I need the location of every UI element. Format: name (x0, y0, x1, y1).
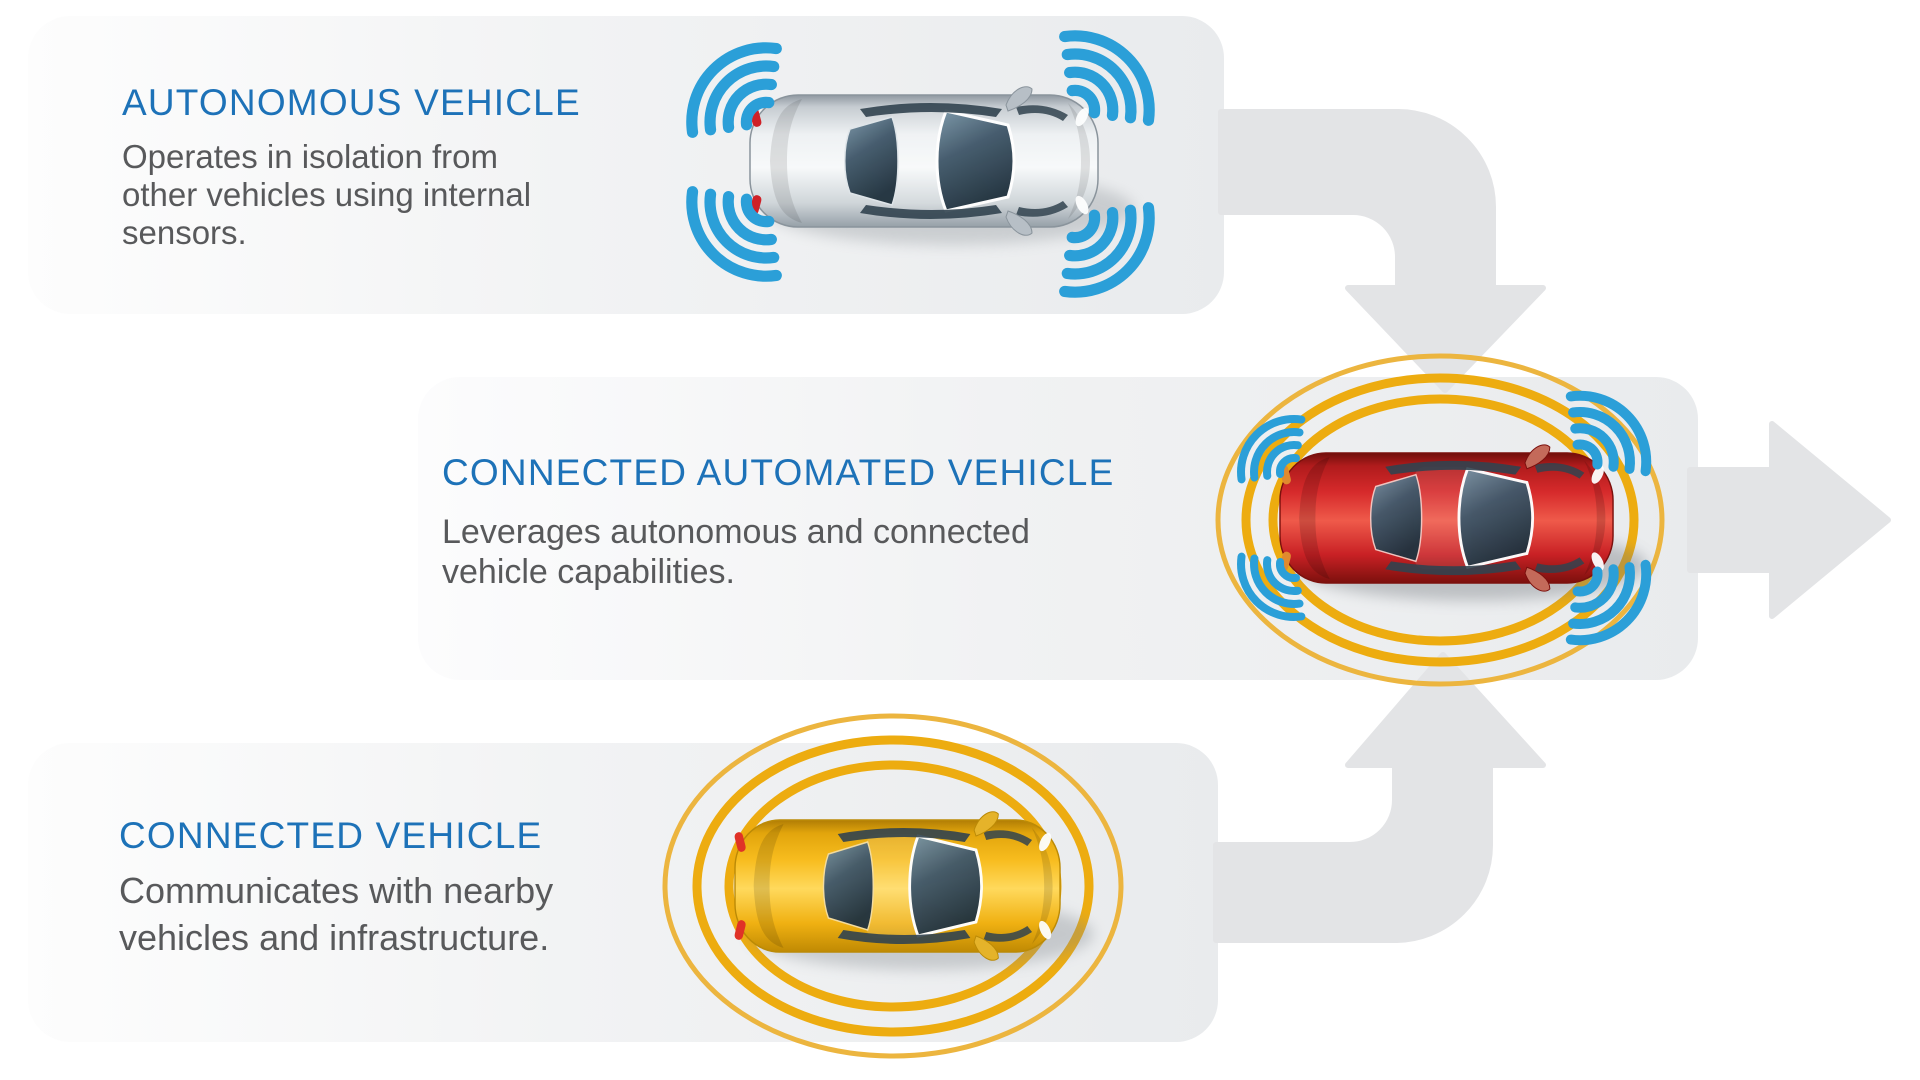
headlight (1075, 107, 1089, 127)
arrow-connected-to-cav (1213, 652, 1546, 943)
connected-automated-title: CONNECTED AUTOMATED VEHICLE (442, 452, 1115, 493)
arrow-autonomous-to-cav (1218, 109, 1546, 393)
section-connected: CONNECTED VEHICLE Communicates with near… (119, 817, 679, 997)
taillight (734, 920, 746, 940)
cav-v2x-rings (1215, 353, 1665, 687)
autonomous-car-illustration (749, 86, 1134, 245)
headlight (1591, 465, 1604, 484)
side-mirror (1524, 444, 1551, 470)
arrow-cav-output-right (1687, 421, 1891, 619)
connected-description: Communicates with nearby vehicles and in… (119, 870, 554, 958)
connected-car-illustration (734, 811, 1094, 970)
side-mirror (1005, 210, 1033, 236)
section-connected-automated: CONNECTED AUTOMATED VEHICLE Leverages au… (442, 454, 1142, 634)
side-mirror (1524, 566, 1551, 592)
connected-automated-car-illustration (1279, 444, 1648, 601)
autonomous-title: AUTONOMOUS VEHICLE (122, 82, 581, 123)
taillight (734, 832, 746, 852)
side-mirror (1005, 86, 1033, 112)
headlight (1591, 552, 1604, 571)
autonomous-description: Operates in isolation from other vehicle… (122, 138, 532, 251)
connected-title: CONNECTED VEHICLE (119, 815, 543, 856)
side-mirror (973, 811, 999, 837)
headlight (1039, 832, 1052, 852)
side-mirror (973, 935, 999, 961)
headlight (1039, 920, 1052, 940)
headlight (1075, 195, 1089, 215)
section-autonomous: AUTONOMOUS VEHICLE Operates in isolation… (122, 84, 682, 304)
connected-automated-description: Leverages autonomous and connected vehic… (442, 513, 1030, 591)
